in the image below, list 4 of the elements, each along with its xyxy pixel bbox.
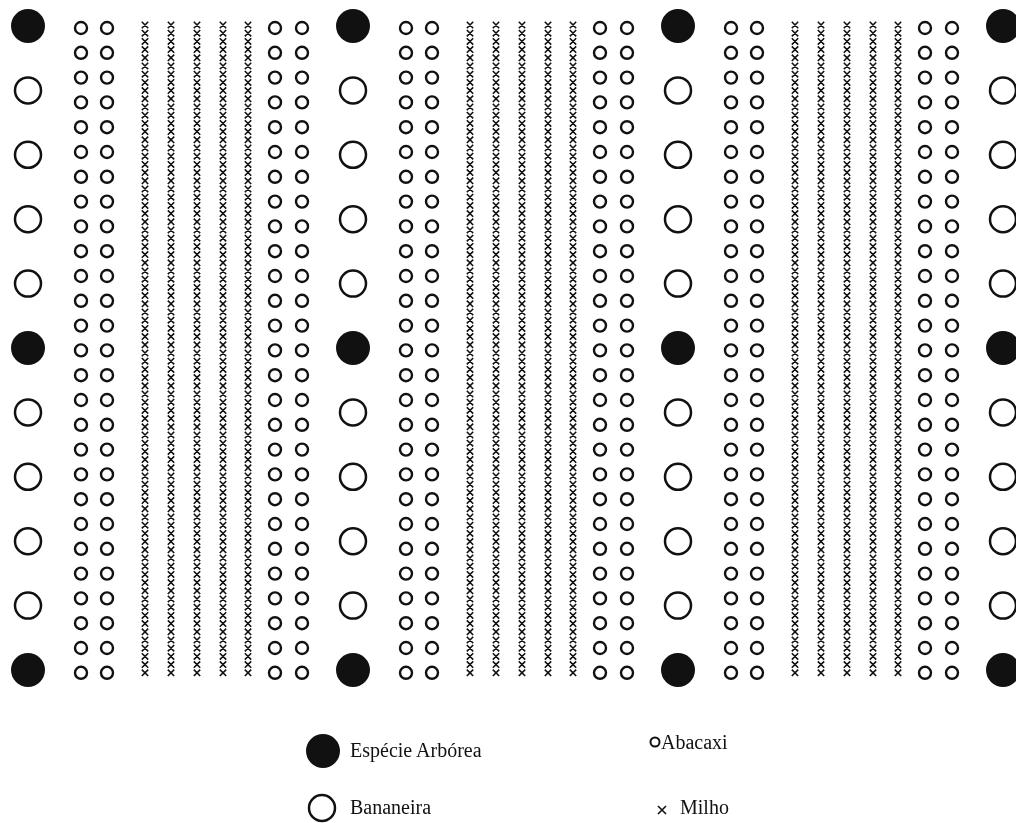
- legend-label: Bananeira: [350, 795, 432, 819]
- legend-label: Milho: [680, 795, 729, 819]
- legend-label: Abacaxi: [661, 730, 728, 754]
- legend-label: Espécie Arbórea: [350, 738, 482, 762]
